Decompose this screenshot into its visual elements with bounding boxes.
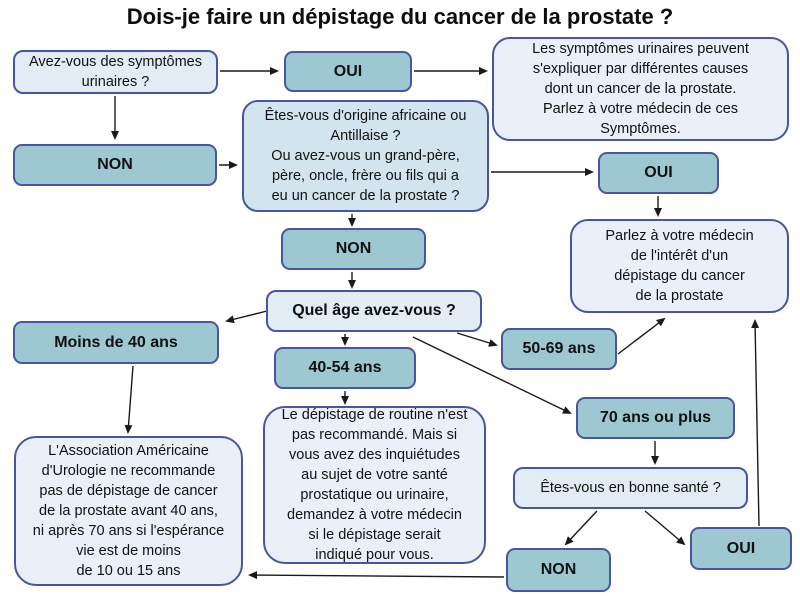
node-oui-origine: OUI [598, 152, 719, 194]
node-info-parlez-medecin-depistage: Parlez à votre médecin de l'intérêt d'un… [570, 219, 789, 313]
page-title: Dois-je faire un dépistage du cancer de … [126, 4, 674, 29]
node-oui-symptomes: OUI [284, 51, 412, 92]
node-info-symptomes-causes: Les symptômes urinaires peuvent s'expliq… [492, 37, 789, 141]
node-age-70-plus: 70 ans ou plus [576, 397, 735, 439]
node-non-symptomes: NON [13, 144, 217, 186]
node-question-bonne-sante: Êtes-vous en bonne santé ? [513, 467, 748, 509]
node-question-origine-antecedents: Êtes-vous d'origine africaine ou Antilla… [242, 100, 489, 212]
node-question-age: Quel âge avez-vous ? [266, 290, 482, 332]
node-age-moins-40: Moins de 40 ans [13, 321, 219, 364]
node-non-origine: NON [281, 228, 426, 270]
node-info-depistage-routine: Le dépistage de routine n'est pas recomm… [263, 406, 486, 564]
node-oui-bonne-sante: OUI [690, 527, 792, 570]
node-age-40-54: 40-54 ans [274, 347, 416, 389]
node-age-50-69: 50-69 ans [501, 328, 617, 370]
node-question-symptomes-urinaires: Avez-vous des symptômes urinaires ? [13, 50, 218, 94]
node-non-bonne-sante: NON [506, 548, 611, 592]
node-info-association-urologie: L'Association Américaine d'Urologie ne r… [14, 436, 243, 586]
